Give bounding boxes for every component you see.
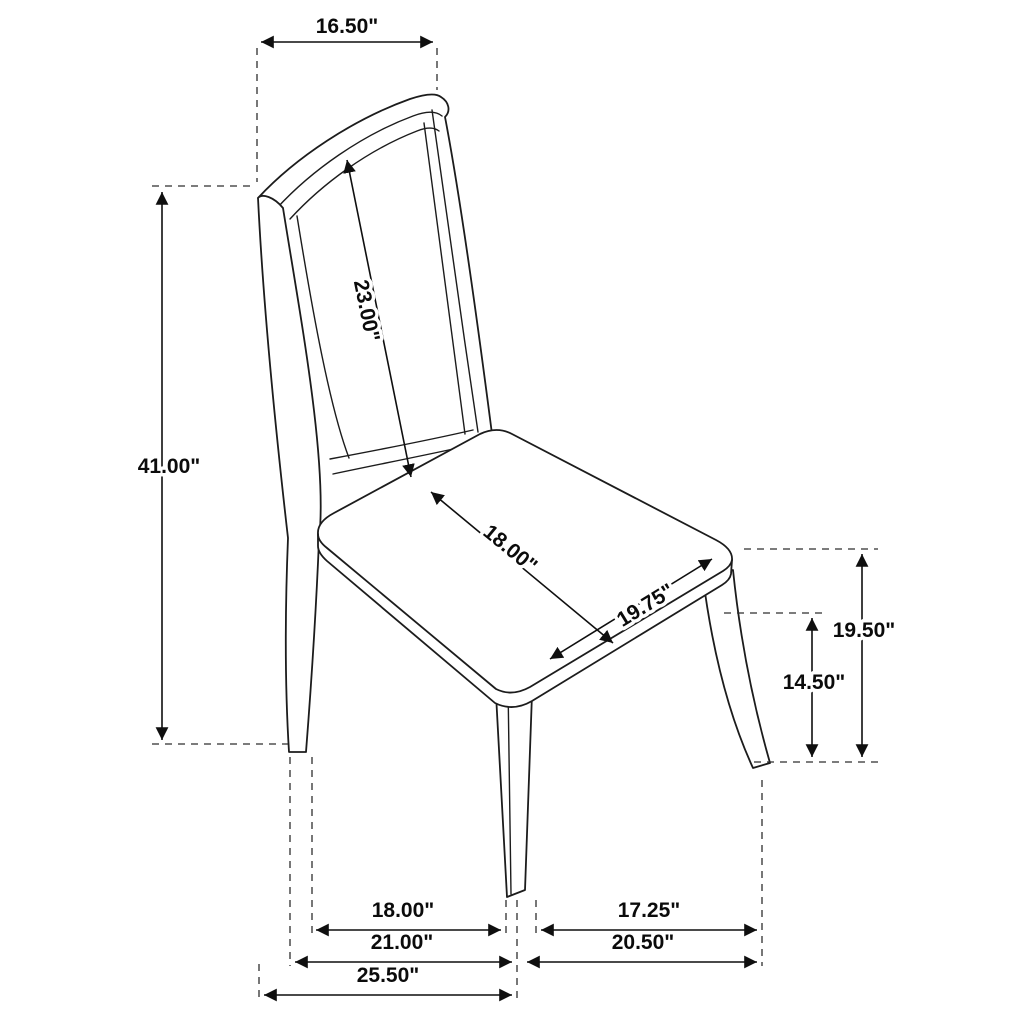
dim-label-floor-side-span: 17.25" xyxy=(618,899,681,922)
extension-lines xyxy=(152,48,878,999)
dim-label-overall-depth: 25.50" xyxy=(357,964,420,987)
dim-label-floor-front-span: 18.00" xyxy=(372,899,435,922)
chair-back-outline xyxy=(257,93,493,435)
dim-label-seat-height: 19.50" xyxy=(833,619,896,642)
dim-label-top-width: 16.50" xyxy=(316,15,379,38)
dimension-lines xyxy=(155,35,869,1002)
chair-back-right-leg xyxy=(702,569,771,769)
chair-left-post-and-leg xyxy=(257,195,322,753)
chair-right-post-inner-edge xyxy=(431,109,479,433)
chair-upholstery-seam-left xyxy=(296,215,350,459)
chair-seat-top-edge xyxy=(317,533,733,694)
chair-upholstery-seam-top xyxy=(289,127,440,220)
chair-front-leg-corner-edge xyxy=(507,683,512,895)
chair-upholstery-seam-right xyxy=(423,122,466,435)
dim-label-floor-side-overall: 20.50" xyxy=(612,931,675,954)
dim-label-overall-height: 41.00" xyxy=(138,455,201,478)
chair-drawing xyxy=(257,93,771,898)
dim-label-floor-front-overall: 21.00" xyxy=(371,931,434,954)
dim-label-back-leg-height: 14.50" xyxy=(783,671,846,694)
dim-line-back-height xyxy=(343,159,415,478)
dim-line-seat-depth xyxy=(549,558,713,660)
